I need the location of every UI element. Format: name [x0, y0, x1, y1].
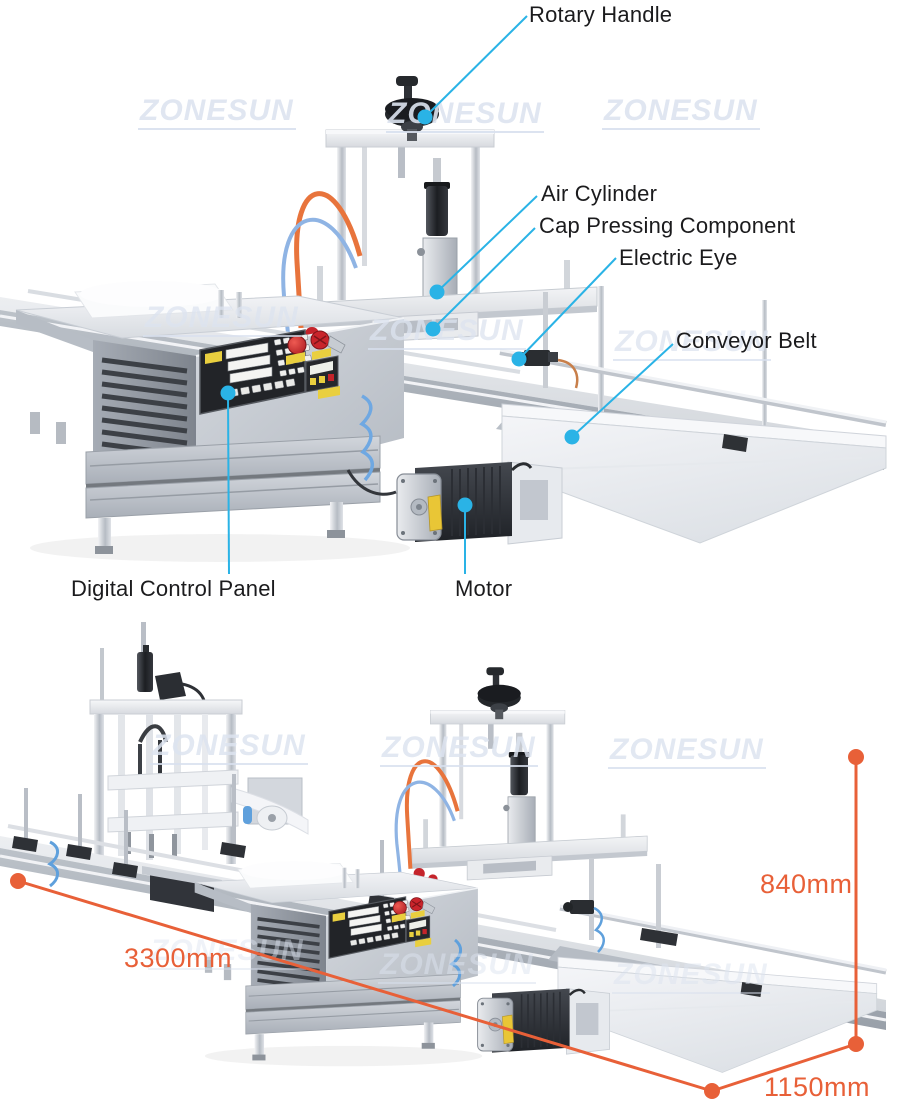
dimension-label-length: 3300mm — [124, 943, 233, 973]
dimension-label-depth: 1150mm — [764, 1072, 871, 1102]
label-air-cylinder: Air Cylinder — [541, 181, 658, 206]
air-hoses — [346, 394, 397, 496]
bottom-photo-line — [0, 622, 887, 1074]
label-electric-eye: Electric Eye — [619, 245, 738, 270]
top-photo-machine — [0, 76, 887, 562]
label-motor: Motor — [455, 576, 513, 601]
label-rotary-handle: Rotary Handle — [529, 2, 673, 27]
filling-machine — [89, 622, 309, 870]
label-conveyor-belt: Conveyor Belt — [676, 328, 817, 353]
dimension-label-height: 840mm — [760, 869, 853, 899]
label-digital-control-panel: Digital Control Panel — [71, 576, 276, 601]
label-cap-pressing-component: Cap Pressing Component — [539, 213, 796, 238]
